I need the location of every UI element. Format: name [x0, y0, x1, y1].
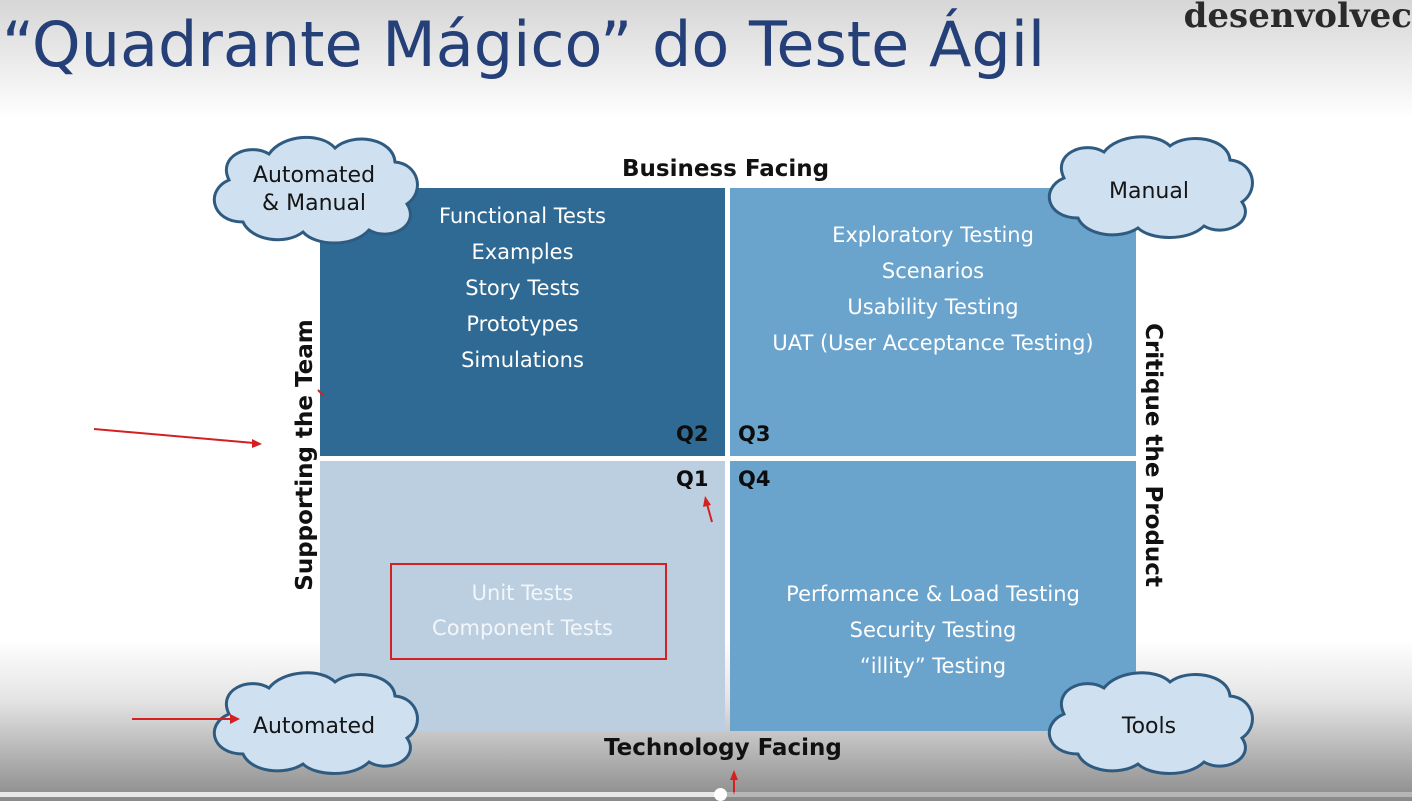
- quadrant-item: Examples: [471, 240, 574, 264]
- cloud-shape-icon: [1047, 135, 1254, 239]
- quadrant-item: Unit Tests: [471, 581, 574, 605]
- arrow-icon: [93, 428, 255, 444]
- quadrant-q4: Performance & Load Testing Security Test…: [730, 461, 1136, 731]
- axis-label-left: Supporting the Team: [292, 319, 318, 591]
- quadrant-item: Performance & Load Testing: [786, 582, 1080, 606]
- cloud-automated-manual: Automated & Manual: [203, 130, 425, 248]
- video-progress-fill: [0, 792, 721, 797]
- quadrant-item: Component Tests: [432, 616, 613, 640]
- annotation-highlight-box: [390, 563, 667, 660]
- quadrant-item: Simulations: [461, 348, 584, 372]
- cloud-tools: Tools: [1038, 666, 1260, 778]
- axis-label-right: Critique the Product: [1140, 323, 1166, 587]
- quadrant-item: Prototypes: [466, 312, 579, 336]
- quadrant-label-q4: Q4: [738, 467, 771, 491]
- quadrant-q1-items: Unit Tests Component Tests: [320, 576, 725, 646]
- cloud-automated: Automated: [203, 666, 425, 778]
- quadrant-item: Functional Tests: [439, 204, 606, 228]
- quadrant-q2: Functional Tests Examples Story Tests Pr…: [320, 188, 725, 456]
- arrow-head-icon: [730, 770, 738, 780]
- quadrant-q3: Exploratory Testing Scenarios Usability …: [730, 188, 1136, 456]
- quadrant-item: Exploratory Testing: [832, 223, 1034, 247]
- video-progress-bar[interactable]: [0, 788, 1412, 801]
- cloud-manual: Manual: [1038, 130, 1260, 242]
- axis-label-bottom: Technology Facing: [604, 735, 842, 761]
- cloud-shape-icon: [1047, 671, 1254, 775]
- arrow-head-icon: [252, 439, 262, 448]
- quadrant-item: “illity” Testing: [859, 654, 1007, 678]
- cloud-label: & Manual: [261, 191, 367, 216]
- cloud-shape-icon: [212, 135, 419, 245]
- quadrant-item: Story Tests: [465, 276, 580, 300]
- quadrant-label-q2: Q2: [676, 422, 709, 446]
- cloud-label: Automated: [252, 163, 376, 188]
- axis-label-top: Business Facing: [622, 156, 830, 182]
- quadrant-q3-items: Exploratory Testing Scenarios Usability …: [730, 217, 1136, 361]
- quadrant-label-q1: Q1: [676, 467, 709, 491]
- quadrant-item: Usability Testing: [847, 295, 1019, 319]
- quadrant-item: Security Testing: [849, 618, 1017, 642]
- cloud-label: Tools: [1121, 714, 1177, 739]
- cloud-label: Automated: [252, 714, 376, 739]
- quadrant-item: UAT (User Acceptance Testing): [772, 331, 1094, 355]
- quadrant-q4-items: Performance & Load Testing Security Test…: [730, 576, 1136, 684]
- brand-logo-text: desenvolvec: [1183, 0, 1412, 36]
- cloud-label: Manual: [1109, 179, 1189, 204]
- quadrant-q2-items: Functional Tests Examples Story Tests Pr…: [320, 198, 725, 378]
- quadrant-item: Scenarios: [881, 259, 985, 283]
- quadrant-label-q3: Q3: [738, 422, 771, 446]
- cloud-shape-icon: [212, 671, 419, 775]
- slide-title: “Quadrante Mágico” do Teste Ágil: [2, 8, 1046, 81]
- video-scrubber-handle[interactable]: [714, 788, 728, 801]
